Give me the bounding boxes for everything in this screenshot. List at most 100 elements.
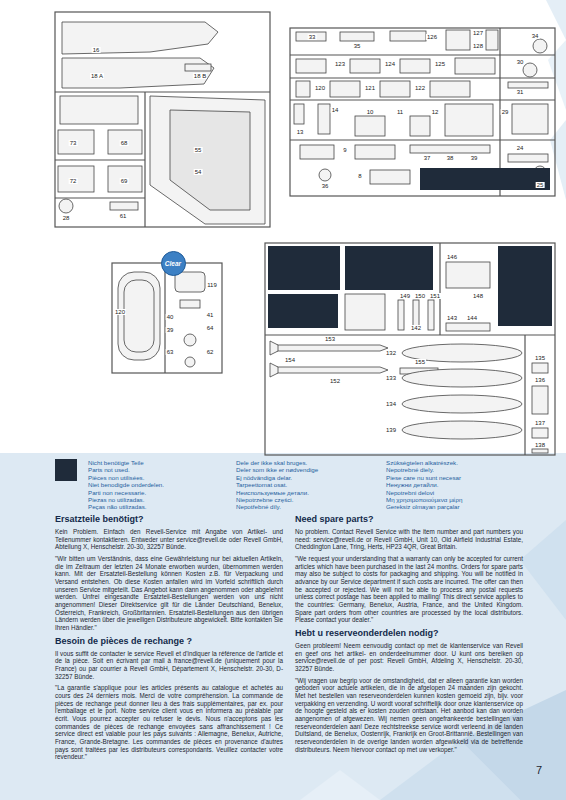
part-number: 125	[434, 61, 446, 67]
model-part	[318, 104, 330, 134]
page-ground	[550, 120, 566, 200]
body-text: "Wir bitten um Verständnis, dass eine Ge…	[55, 555, 283, 632]
model-part	[330, 81, 360, 97]
part-number: 126	[426, 34, 438, 40]
model-part	[410, 116, 430, 136]
model-part	[60, 96, 138, 124]
model-part	[508, 154, 548, 162]
model-part	[523, 63, 537, 77]
model-part	[398, 300, 404, 330]
sprue-runner	[290, 139, 555, 140]
sprue-runner	[55, 197, 145, 198]
sprue-runner	[112, 263, 222, 373]
part-number: 128	[472, 43, 484, 49]
text-column: Need spare parts? No problem. Contact Rev…	[295, 512, 523, 757]
part-number: 152	[329, 378, 341, 384]
legend-text: Tarpeettomat osat.	[236, 481, 381, 488]
unused-part	[498, 246, 552, 326]
part-number: 11	[396, 109, 404, 115]
legend-text: Niepotrzebne części.	[236, 496, 381, 503]
part-number: 136	[534, 377, 546, 383]
part-number: 150	[414, 293, 426, 299]
legend-text: Неиспользуемые детали.	[236, 489, 381, 496]
sprue-runner	[290, 28, 555, 196]
model-part	[296, 32, 326, 41]
part-number: 154	[284, 357, 296, 363]
model-part	[446, 30, 470, 50]
legend-text: Nepotrebni delovi	[386, 489, 531, 496]
model-part	[124, 280, 154, 352]
sprue-runner	[524, 335, 525, 455]
model-part	[58, 130, 94, 154]
legend-text: Deler som ikke er nødvendige	[236, 466, 381, 473]
body-text: "La garantie s'applique pour les article…	[55, 684, 283, 761]
model-part	[402, 421, 522, 439]
part-number: 149	[399, 293, 411, 299]
legend-text: Piese care nu sunt necesar	[386, 474, 531, 481]
part-number: 55	[194, 147, 203, 153]
legend-text: Ej nödvändiga delar.	[236, 474, 381, 481]
part-number: 72	[69, 178, 78, 184]
model-part	[185, 64, 211, 71]
legend-text: Gereksiz olmayan parçalar	[386, 503, 531, 510]
section-heading: Need spare parts?	[295, 514, 523, 524]
part-number: 36	[321, 183, 330, 189]
part-number: 29	[501, 109, 510, 115]
page-ground	[0, 453, 566, 800]
legend-text: Parti non necessarie.	[88, 489, 233, 496]
model-part	[508, 82, 548, 88]
part-number: 34	[531, 33, 540, 39]
unused-part	[268, 246, 340, 290]
model-part	[410, 145, 490, 153]
body-text: Geen probleem! Neem eenvoudig contact op…	[295, 642, 523, 673]
model-part	[445, 104, 493, 136]
legend-swatch	[55, 459, 77, 481]
section-heading: Hebt u reserveonderdelen nodig?	[295, 628, 523, 638]
legend-column: Dele der ikke skal bruges.Deler som ikke…	[236, 459, 381, 511]
legend-text: Μη χρησιμοποιούμενα μέρη	[386, 496, 531, 503]
model-part	[59, 199, 73, 213]
legend-text: Piezas no utilizadas.	[88, 496, 233, 503]
model-part	[402, 395, 522, 413]
sprue-runner	[265, 243, 555, 455]
part-number: 61	[119, 213, 128, 219]
part-number: 119	[206, 282, 218, 288]
part-number: 28	[62, 215, 71, 221]
body-text: Il vous suffit de contacter le service R…	[55, 650, 283, 681]
part-number: 137	[534, 420, 546, 426]
model-part	[110, 202, 138, 210]
legend-text: Nicht benötigte Teile	[88, 459, 233, 466]
legend-text: Dele der ikke skal bruges.	[236, 459, 381, 466]
model-part	[446, 262, 490, 288]
model-part	[446, 323, 490, 331]
part-number: 135	[534, 355, 546, 361]
model-part	[184, 334, 196, 346]
model-part	[319, 169, 331, 181]
model-part	[175, 272, 205, 292]
part-number: 39	[470, 155, 479, 161]
model-part	[380, 81, 410, 97]
model-part	[532, 449, 548, 453]
legend-text: Peças não utilizadas.	[88, 503, 233, 510]
part-number: 12	[431, 109, 440, 115]
part-number: 69	[120, 178, 129, 184]
model-part	[150, 96, 265, 224]
part-number: 38	[446, 155, 455, 161]
body-text: No problem. Contact Revell Service with …	[295, 528, 523, 551]
model-part	[270, 363, 278, 377]
part-number: 151	[429, 293, 441, 299]
part-number: 73	[69, 140, 78, 146]
model-part	[296, 59, 326, 73]
model-part	[275, 367, 388, 373]
part-number: 64	[206, 325, 215, 331]
model-part	[108, 166, 142, 192]
part-number: 37	[423, 155, 432, 161]
unused-part	[268, 294, 338, 328]
unused-part	[268, 168, 552, 328]
sprue-runner	[55, 12, 270, 227]
part-number: 40	[166, 314, 175, 320]
text-column: Ersatzteile benötigt?Kein Problem. Einfa…	[55, 512, 283, 765]
model-part	[455, 58, 495, 74]
model-part	[118, 272, 160, 360]
part-number: 8	[357, 173, 362, 179]
